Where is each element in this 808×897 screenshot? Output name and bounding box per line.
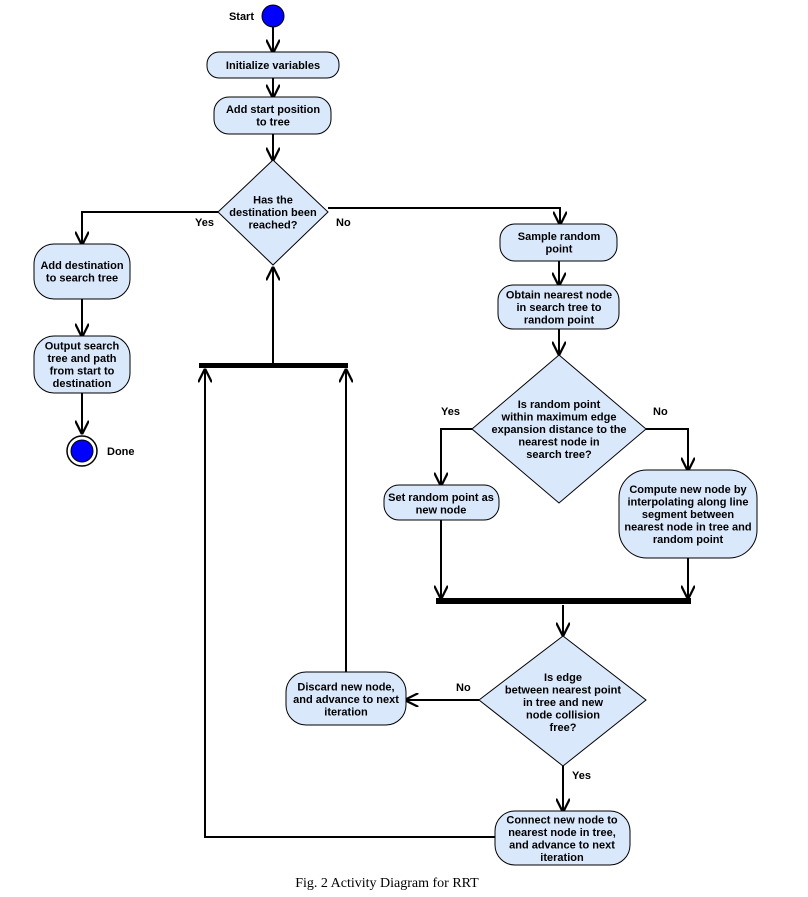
initialize-variables-node (206, 51, 340, 79)
compute-new-node-node (618, 469, 758, 559)
node-text-line: Initialize variables (226, 60, 320, 72)
node-text-line: node collision (526, 710, 600, 722)
node-text-line: Discard new node, (297, 682, 394, 694)
nearest-node-node (497, 284, 620, 330)
node-text-line: Compute new node by (629, 484, 747, 496)
node-text-line: iteration (324, 707, 368, 719)
node-text-line: search tree? (526, 449, 592, 461)
arrow-within-yes (441, 428, 472, 485)
node-text-line: random point (653, 534, 724, 546)
node-text-line: nearest node in (518, 437, 600, 449)
node-text-line: Output search (45, 340, 120, 352)
node-text-line: Connect new node to (506, 814, 618, 826)
node-text-line: Is random point (518, 399, 601, 411)
node-text-line: between nearest point (505, 685, 621, 697)
node-text-line: expansion distance to the (491, 424, 626, 436)
node-text-line: to tree (256, 116, 290, 128)
destination-reached-decision (217, 159, 329, 266)
node-text-line: from start to (50, 365, 115, 377)
start-node (261, 4, 285, 28)
node-text-line: Set random point as (388, 492, 494, 504)
node-text-line: Has the (253, 195, 293, 207)
node-text-line: Add start position (226, 104, 320, 116)
collision-free-decision (478, 635, 647, 767)
within-no-label: No (653, 406, 668, 418)
reached-no-label: No (336, 217, 351, 229)
within-yes-label: Yes (441, 406, 460, 418)
done-node (70, 439, 94, 463)
node-text-line: new node (416, 504, 467, 516)
arrow-reached-yes (82, 211, 218, 244)
add-start-node (213, 96, 332, 135)
node-text-line: segment between (642, 509, 735, 521)
node-text-line: nearest node in tree and (624, 522, 751, 534)
done-label: Done (107, 446, 135, 458)
node-text-line: tree and path (47, 353, 116, 365)
node-text-line: in tree and new (523, 697, 604, 709)
node-text-line: within maximum edge (501, 412, 617, 424)
node-text-line: free? (550, 722, 577, 734)
node-text-line: Obtain nearest node (506, 290, 612, 302)
within-distance-decision (471, 354, 647, 504)
start-label: Start (229, 11, 254, 23)
output-path-node (33, 335, 131, 394)
node-text-line: to search tree (46, 272, 118, 284)
collision-yes-label: Yes (572, 770, 591, 782)
node-text-line: nearest node in tree, (508, 827, 616, 839)
add-destination-node (33, 243, 131, 300)
node-text-line: reached? (249, 220, 298, 232)
set-random-point-node (383, 484, 500, 521)
reached-yes-label: Yes (195, 217, 214, 229)
node-text-line: iteration (540, 852, 584, 864)
arrow-reached-no (328, 207, 560, 224)
node-text-line: Add destination (40, 260, 123, 272)
arrow-within-no (646, 428, 688, 470)
node-text-line: interpolating along line (628, 497, 749, 509)
merge-bar (199, 363, 348, 368)
figure-caption: Fig. 2 Activity Diagram for RRT (295, 876, 479, 891)
node-text-line: Sample random (518, 231, 601, 243)
connectors (82, 27, 688, 838)
initialize-variables-text: Initialize variables (226, 60, 320, 72)
node-text-line: point (546, 243, 573, 255)
discard-node-node (285, 671, 407, 726)
arrow-connect-to-merge (205, 370, 495, 838)
node-text-line: random point (524, 315, 595, 327)
node-text-line: destination (53, 378, 112, 390)
node-text-line: destination been (229, 207, 317, 219)
sample-random-node (499, 223, 618, 262)
node-text-line: and advance to next (293, 694, 399, 706)
node-text-line: in search tree to (517, 302, 602, 314)
node-text-line: Is edge (544, 672, 582, 684)
node-text-line: and advance to next (509, 839, 615, 851)
collision-no-label: No (456, 682, 471, 694)
connect-node-node (494, 810, 631, 866)
join-bar (436, 598, 691, 604)
